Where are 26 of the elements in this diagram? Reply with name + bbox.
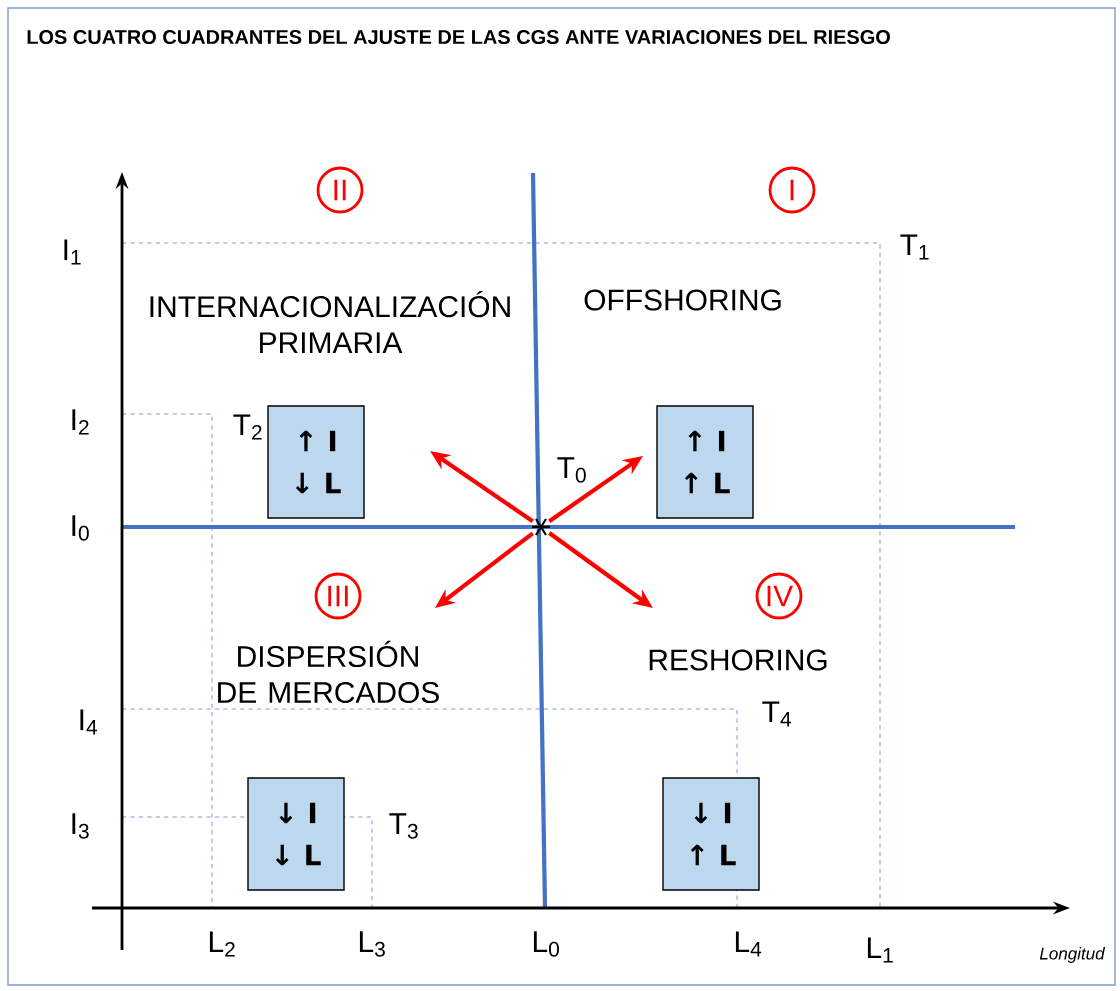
asterisk-mark (530, 517, 552, 537)
change-box: ↑ I ↓ L (267, 405, 365, 519)
change-box: ↓ I ↓ L (247, 777, 345, 891)
text-label: L$_{4}$ (735, 931, 762, 957)
quadrant-number: I (768, 166, 816, 214)
title: LOS CUATRO CUADRANTES DEL AJUSTE DE LAS CGS ANTE VARIACIONES DEL RIESGO (27, 29, 890, 45)
text-label: OFFSHORING (584, 289, 781, 311)
text-label: I$_{1}$ (64, 239, 81, 265)
text-label: L$_{0}$ (533, 931, 559, 957)
quadrant-number: II (316, 166, 364, 214)
text-label: L$_{3}$ (359, 931, 385, 957)
quadrant-number: IV (755, 572, 803, 620)
change-box: ↑ I ↑ L (656, 405, 754, 519)
quadrant-number: III (314, 572, 362, 620)
text-label: T$_{4}$ (762, 701, 791, 727)
text-label: I$_{4}$ (80, 709, 98, 735)
text-label: I$_{3}$ (72, 813, 89, 839)
text-label: I$_{0}$ (72, 515, 89, 541)
text-label: L$_{2}$ (209, 931, 235, 957)
text-label: INTERNACIONALIZACIÓN PRIMARIA (150, 291, 510, 353)
text-label: T$_{3}$ (389, 813, 418, 839)
text-label: L$_{1}$ (867, 937, 893, 963)
change-box: ↓ I ↑ L (662, 777, 760, 891)
text-label: Longitud (1039, 947, 1106, 963)
point-label: T$_{0}$ (557, 457, 586, 483)
text-label: I$_{2}$ (72, 409, 89, 435)
